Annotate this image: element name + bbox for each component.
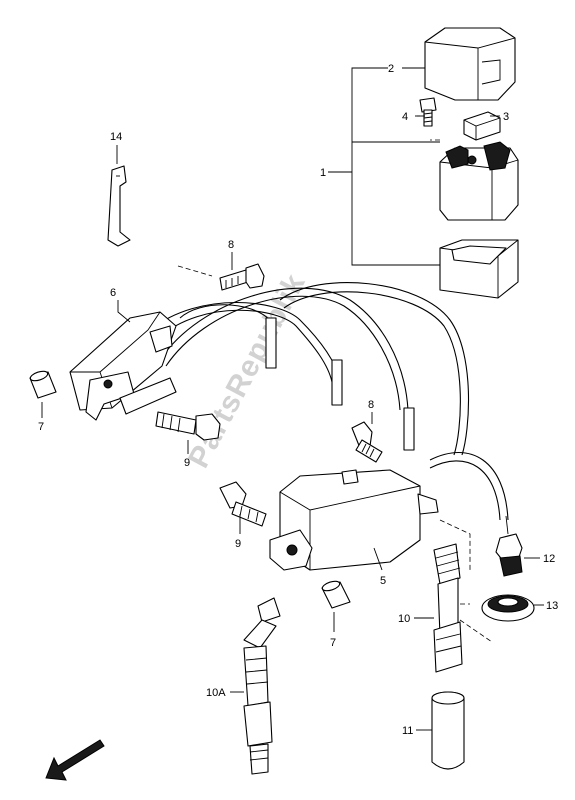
callout-8-top: 8 bbox=[228, 239, 234, 251]
arrow-down-left-icon bbox=[45, 739, 105, 781]
grommet-small-part bbox=[495, 515, 523, 577]
callout-9-lower: 9 bbox=[235, 538, 241, 550]
callout-13: 13 bbox=[546, 600, 558, 612]
callout-9-left: 9 bbox=[184, 457, 190, 469]
bolt-part-lower bbox=[219, 481, 267, 527]
ignition-leads bbox=[149, 282, 509, 521]
callout-5: 5 bbox=[380, 575, 386, 587]
callout-7-top: 7 bbox=[38, 421, 44, 433]
ignition-coil-left-part bbox=[69, 311, 177, 421]
callout-2: 2 bbox=[388, 63, 394, 75]
callout-3: 3 bbox=[503, 111, 509, 123]
sleeve-part-top bbox=[29, 370, 57, 399]
spark-plug-cap-part bbox=[433, 519, 493, 673]
bolt-part-mid bbox=[351, 421, 383, 463]
callout-11: 11 bbox=[402, 725, 413, 737]
fuse-part bbox=[463, 111, 501, 141]
callout-7-bottom: 7 bbox=[330, 637, 336, 649]
leader-lines bbox=[41, 115, 544, 731]
group-bracket bbox=[340, 67, 440, 266]
bolt-part-top bbox=[177, 263, 265, 291]
callout-12: 12 bbox=[543, 553, 555, 565]
relay-cover-part bbox=[424, 27, 516, 101]
callout-10a: 10A bbox=[206, 687, 226, 699]
bolt-part-left bbox=[155, 411, 221, 441]
wire-strap-part bbox=[107, 145, 131, 247]
screw-part bbox=[419, 97, 437, 127]
sleeve-part-bottom bbox=[321, 580, 351, 609]
spark-plug-cap-a-part bbox=[243, 597, 281, 775]
callout-10: 10 bbox=[398, 613, 410, 625]
callout-8-mid: 8 bbox=[368, 399, 374, 411]
ignition-coil-right-part bbox=[269, 469, 439, 571]
plug-boot-part bbox=[431, 691, 465, 770]
callout-6: 6 bbox=[110, 287, 116, 299]
watermark: PartsRepublik bbox=[182, 268, 312, 473]
callout-4: 4 bbox=[402, 111, 408, 123]
callout-14: 14 bbox=[110, 131, 122, 143]
grommet-large-part bbox=[481, 594, 535, 622]
starter-relay-part bbox=[439, 141, 519, 221]
callout-1: 1 bbox=[320, 167, 326, 179]
relay-holder-part bbox=[439, 239, 519, 299]
